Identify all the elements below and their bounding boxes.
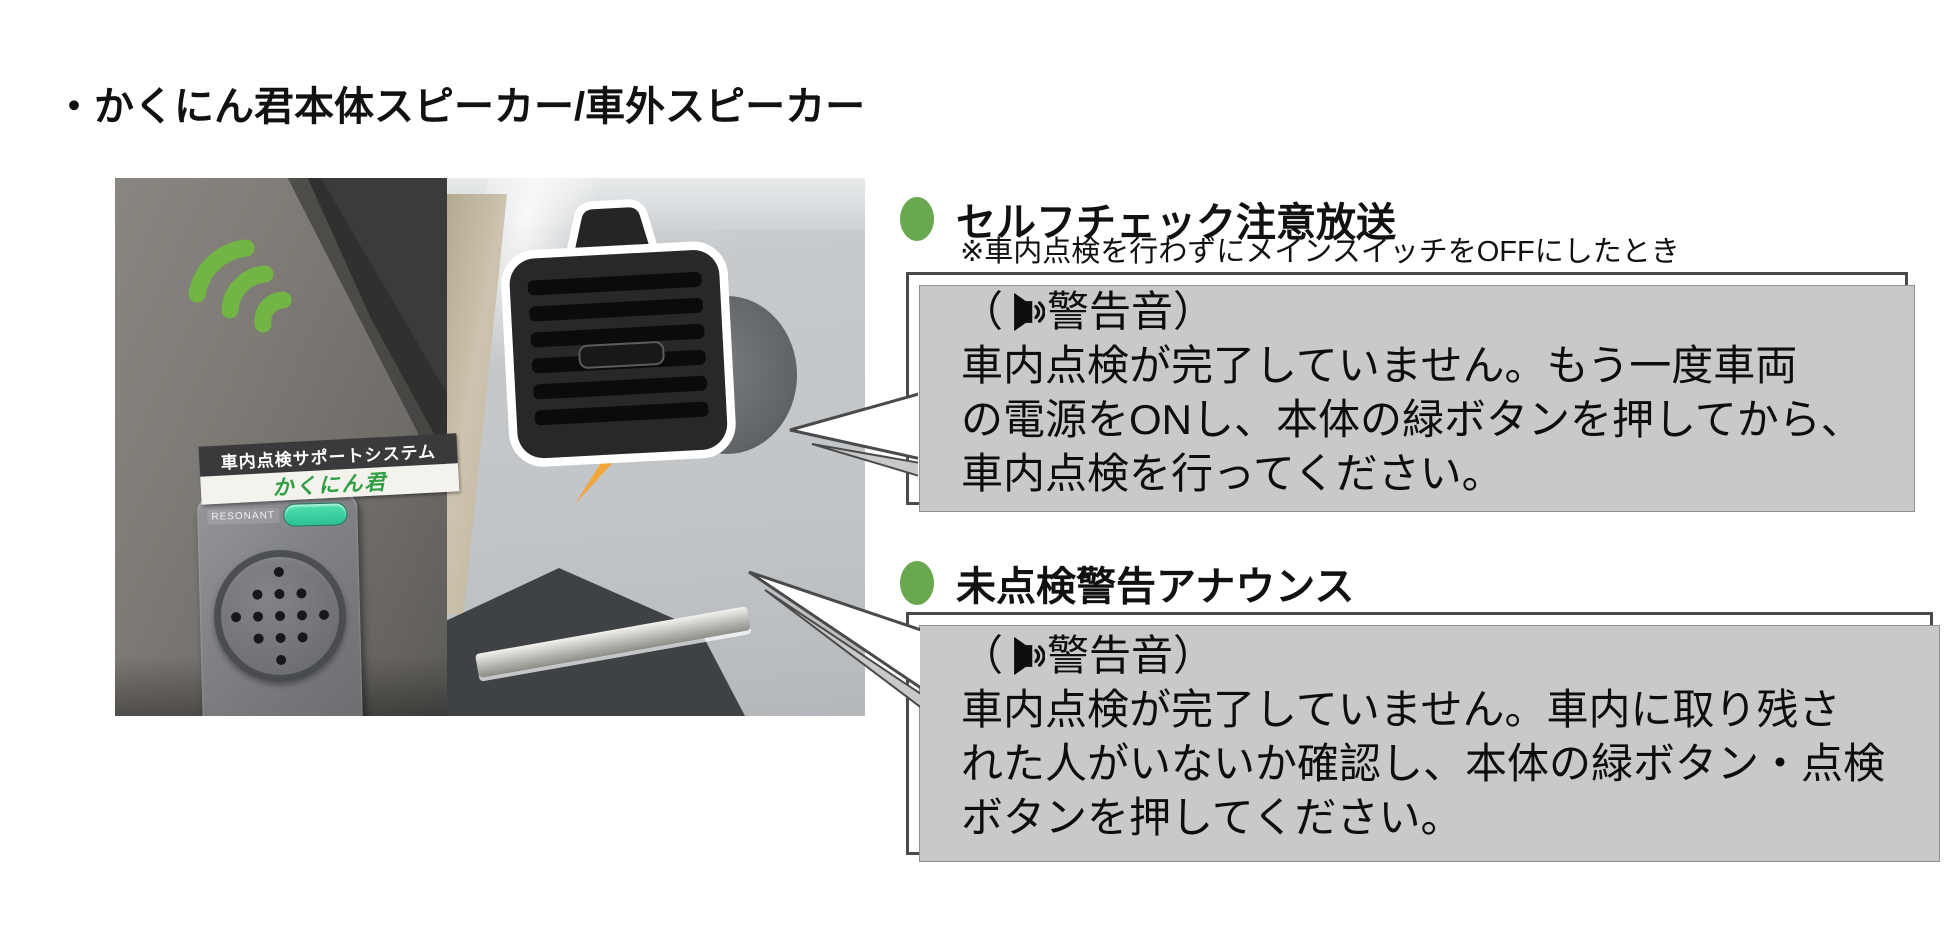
- announcement-text-line: ボタンを押してください。: [961, 794, 1463, 841]
- section-heading: セルフチェック注意放送: [956, 201, 1396, 245]
- warning-sound-speaker-icon: [1014, 292, 1046, 332]
- announcement-text-line: 車内点検を行ってください。: [961, 450, 1504, 497]
- announcement-text-line: の電源をONし、本体の緑ボタンを押してから、: [961, 396, 1863, 443]
- wifi-signal-icon: [188, 239, 292, 333]
- kakunin-kun-device: RESONANT: [196, 491, 364, 716]
- page-title: ・かくにん君本体スピーカー/車外スピーカー: [54, 85, 866, 129]
- device-green-button: [283, 501, 348, 527]
- speech-bubble-tail: [789, 392, 918, 477]
- section-uninspected-warning: 未点検警告アナウンス: [900, 554, 1354, 612]
- device-brand-text: RESONANT: [207, 507, 280, 525]
- speaker-brand-badge: [578, 341, 665, 369]
- warning-sound-speaker-icon: [1014, 636, 1046, 676]
- photo-composite: 車内点検サポートシステム かくにん君 RESONANT: [115, 178, 865, 716]
- paren-open: （: [961, 288, 1004, 335]
- grille-holes: [231, 567, 330, 665]
- section-selfcheck: セルフチェック注意放送: [900, 190, 1396, 248]
- warning-sound-label: 警告音）: [1047, 632, 1216, 679]
- section-heading: 未点検警告アナウンス: [956, 565, 1355, 609]
- paren-open: （: [961, 632, 1004, 679]
- announcement-text-line: 車内点検が完了していません。もう一度車両: [961, 342, 1798, 389]
- device-speaker-grille: [212, 548, 348, 684]
- exterior-photo: [428, 178, 865, 716]
- selfcheck-announcement-bubble: （ 警告音） 車内点検が完了していません。もう一度車両 の電源をONし、本体の緑…: [906, 272, 1915, 512]
- bubble-drop-shadow: [919, 625, 1940, 862]
- announcement-text-line: 車内点検が完了していません。車内に取り残さ: [961, 686, 1841, 733]
- speech-bubble-tail: [748, 570, 920, 708]
- exterior-speaker: [501, 199, 736, 467]
- announcement-text-line: れた人がいないか確認し、本体の緑ボタン・点検: [961, 740, 1886, 787]
- uninspected-announcement-bubble: （ 警告音） 車内点検が完了していません。車内に取り残さ れた人がいないか確認し…: [906, 612, 1940, 862]
- warning-sound-label: 警告音）: [1047, 288, 1216, 335]
- section-note: ※車内点検を行わずにメインスイッチをOFFにしたとき: [960, 236, 1680, 268]
- bubble-drop-shadow: [919, 285, 1915, 512]
- green-bullet-icon: [900, 561, 934, 605]
- green-bullet-icon: [900, 197, 934, 241]
